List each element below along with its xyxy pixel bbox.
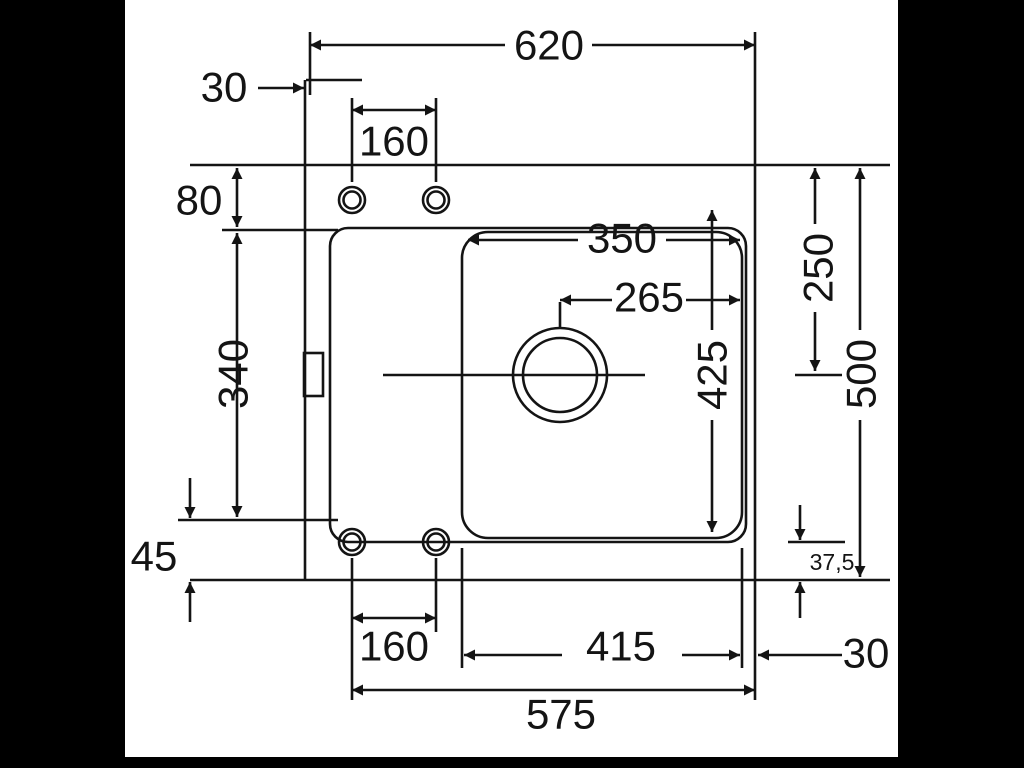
left-black-bar bbox=[0, 0, 125, 768]
dim-edge-to-holes-label: 80 bbox=[176, 177, 223, 224]
dim-drain-to-edge-label: 265 bbox=[614, 274, 684, 321]
dim-bowl-top-width-label: 350 bbox=[587, 215, 657, 262]
dim-bowl-to-bottom-edge-label: 37,5 bbox=[810, 549, 855, 575]
dim-drain-to-edge: 265 bbox=[558, 274, 740, 328]
bottom-black-bar bbox=[0, 757, 1024, 768]
sink-outline bbox=[190, 32, 890, 700]
dim-edge-to-holes: 80 bbox=[176, 168, 338, 232]
tap-hole bbox=[342, 190, 362, 210]
bowl-outline bbox=[460, 230, 744, 540]
dim-overall-depth: 500 bbox=[838, 168, 885, 577]
dim-hole-spacing-top: 160 bbox=[350, 98, 438, 182]
tap-holes bbox=[337, 185, 451, 557]
dim-holes-vertical-span-label: 340 bbox=[210, 339, 257, 409]
dim-bowl-to-bottom-edge: 37,5 bbox=[788, 505, 854, 618]
dim-mounting-span: 575 bbox=[352, 684, 755, 738]
dim-overall-depth-label: 500 bbox=[838, 339, 885, 409]
dim-mounting-span-label: 575 bbox=[526, 691, 596, 738]
dim-hole-spacing-bottom: 160 bbox=[350, 558, 438, 700]
tap-hole bbox=[421, 185, 451, 215]
right-black-bar bbox=[898, 0, 1024, 768]
dim-bowl-top-width: 350 bbox=[468, 215, 740, 262]
dim-right-offset-bottom-label: 30 bbox=[843, 630, 890, 677]
dim-edge-to-drain-label: 250 bbox=[795, 233, 842, 303]
dim-hole-spacing-top-label: 160 bbox=[359, 118, 429, 165]
dim-overall-width-label: 620 bbox=[514, 22, 584, 69]
tap-hole bbox=[426, 532, 446, 552]
dim-bowl-bottom-width: 415 bbox=[460, 548, 744, 670]
dim-left-offset-bottom: 45 bbox=[131, 478, 338, 622]
tap-hole bbox=[421, 527, 451, 557]
dim-left-offset-top: 30 bbox=[201, 64, 362, 111]
dim-left-offset-bottom-label: 45 bbox=[131, 533, 178, 580]
dim-bowl-length-label: 425 bbox=[689, 340, 736, 410]
dim-overall-width: 620 bbox=[308, 22, 755, 95]
dim-left-offset-top-label: 30 bbox=[201, 64, 248, 111]
dim-holes-vertical-span: 340 bbox=[210, 233, 257, 517]
tap-hole bbox=[337, 185, 367, 215]
dim-edge-to-drain: 250 bbox=[795, 168, 842, 377]
tap-hole bbox=[337, 527, 367, 557]
dim-bowl-length: 425 bbox=[689, 210, 736, 532]
drain-hole-inner bbox=[521, 336, 599, 414]
overflow-notch bbox=[302, 351, 325, 398]
dim-hole-spacing-bottom-label: 160 bbox=[359, 623, 429, 670]
dim-right-offset-bottom: 30 bbox=[758, 630, 889, 677]
recess-outline bbox=[328, 226, 748, 544]
tap-hole bbox=[342, 532, 362, 552]
tap-hole bbox=[426, 190, 446, 210]
dim-bowl-bottom-width-label: 415 bbox=[586, 623, 656, 670]
